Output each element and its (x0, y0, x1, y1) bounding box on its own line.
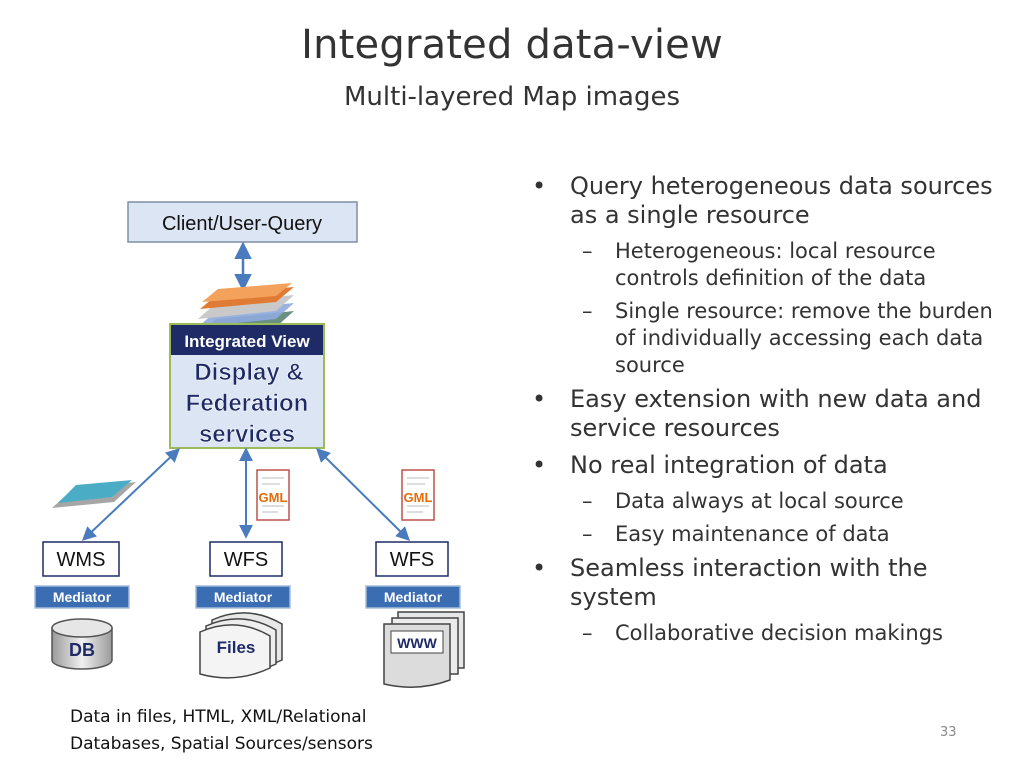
mediator-label: Mediator (384, 589, 443, 605)
integrated-view-header: Integrated View (184, 332, 310, 351)
gml-document-icon: GML (401, 469, 435, 521)
arrow-to-wfs-2 (316, 448, 410, 541)
slide-subtitle: Multi-layered Map images (343, 82, 681, 112)
www-pages-icon: WWW (383, 611, 465, 688)
integrated-view-line-1: Display & (194, 359, 303, 386)
mediator-bar (365, 585, 461, 609)
gml-label-1: GML (259, 490, 288, 505)
service-wfs-www: WFS (375, 541, 449, 577)
mediator-label: Mediator (214, 589, 273, 605)
client-query-label: Client/User-Query (162, 213, 322, 235)
service-label: WFS (390, 549, 434, 571)
page-number: 33 (940, 725, 957, 740)
bullet-list: Query heterogeneous data sources as a si… (528, 172, 998, 653)
files-icon: Files (199, 612, 283, 679)
service-label: WFS (224, 549, 268, 571)
mediator-bar (195, 585, 291, 609)
bullet-item: Query heterogeneous data sources as a si… (528, 172, 998, 230)
store-label: DB (69, 640, 95, 660)
mediator-bar (34, 585, 130, 609)
sub-bullet-item: Data always at local source (528, 488, 998, 515)
integrated-view-line-2: Federation (186, 390, 309, 417)
map-tile-icon (52, 480, 136, 508)
database-icon: DB (51, 618, 113, 670)
gml-label-2: GML (404, 490, 433, 505)
bullet-item: Easy extension with new data and service… (528, 385, 998, 443)
store-label: Files (217, 638, 256, 657)
service-wms: WMS (42, 541, 120, 577)
store-label: WWW (397, 635, 437, 651)
slide-title: Integrated data-view (301, 22, 723, 68)
arrow-to-wms (81, 448, 181, 541)
integrated-view-line-3: services (199, 421, 295, 448)
bullet-item: No real integration of data (528, 451, 998, 480)
sub-bullet-item: Heterogeneous: local resource controls d… (528, 238, 998, 292)
sub-bullet-item: Collaborative decision makings (528, 620, 998, 647)
architecture-diagram: Client/User-Query Integrated View Displa… (34, 201, 465, 688)
service-label: WMS (57, 549, 106, 571)
sub-bullet-item: Single resource: remove the burden of in… (528, 298, 998, 379)
bullet-item: Seamless interaction with the system (528, 554, 998, 612)
mediator-label: Mediator (53, 589, 112, 605)
service-wfs-files: WFS (209, 541, 283, 577)
gml-document-icon: GML (256, 469, 290, 521)
sub-bullet-item: Easy maintenance of data (528, 521, 998, 548)
diagram-caption: Data in files, HTML, XML/Relational Data… (70, 707, 373, 754)
